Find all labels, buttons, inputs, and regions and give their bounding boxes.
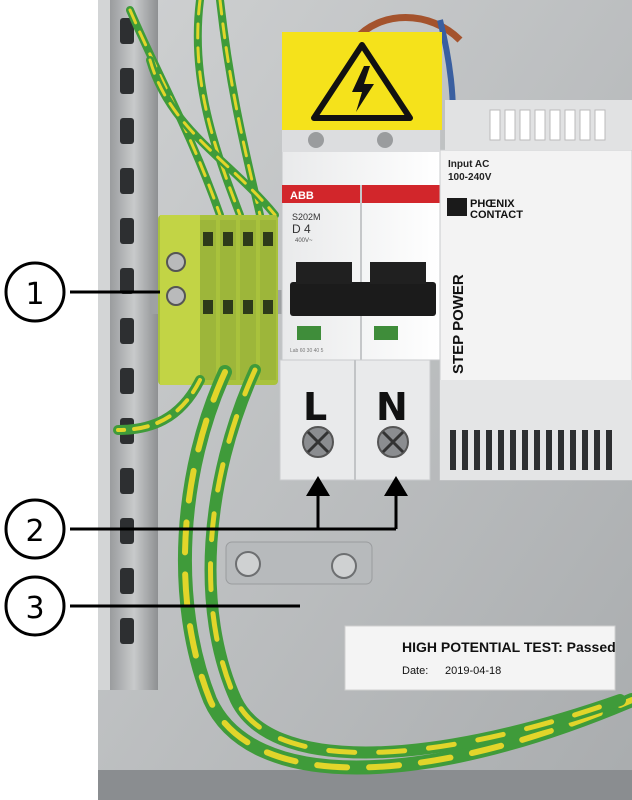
breaker-toggle xyxy=(290,282,436,316)
brand-line-1: PHŒNIX xyxy=(470,198,515,210)
breaker-brand: ABB xyxy=(290,190,314,202)
grounding-terminal-block xyxy=(158,215,278,385)
callout-3: 3 xyxy=(4,575,66,637)
callout-leaders xyxy=(70,290,398,608)
terminal-housing: L N xyxy=(279,359,431,481)
terminal-l-label: L xyxy=(303,385,327,429)
high-voltage-warning-icon xyxy=(282,32,442,130)
brand-line-2: CONTACT xyxy=(470,209,523,221)
test-label-date-label: Date: xyxy=(402,665,428,677)
callout-2-number: 2 xyxy=(25,514,44,549)
arrow-to-l-terminal xyxy=(306,476,330,496)
callout-3-number: 3 xyxy=(25,591,44,626)
callout-2: 2 xyxy=(4,498,66,560)
breaker-rating: D 4 xyxy=(292,222,311,236)
breaker-tiny-text: Lab 60 30 40 5 xyxy=(290,348,324,354)
test-label: HIGH POTENTIAL TEST: Passed Date: 2019-0… xyxy=(344,625,616,691)
cabinet-bottom-edge xyxy=(98,770,632,800)
test-label-date-value: 2019-04-18 xyxy=(445,665,501,677)
arrow-to-n-terminal xyxy=(384,476,408,496)
brown-wire xyxy=(352,14,463,43)
cable-duct xyxy=(110,0,158,690)
breaker-model: S202M xyxy=(292,212,321,222)
test-label-title: HIGH POTENTIAL TEST: Passed xyxy=(402,639,616,655)
mounting-plate-bolts xyxy=(225,541,373,585)
callout-arrowheads xyxy=(306,476,408,496)
callout-1-number: 1 xyxy=(25,277,44,312)
ground-wire-loop xyxy=(113,364,632,775)
phoenix-logo-mark xyxy=(447,198,467,216)
breaker-top-terminals xyxy=(282,130,440,152)
input-voltage-label: 100-240V xyxy=(448,172,492,183)
product-name-label: STEP POWER xyxy=(450,274,467,374)
input-ac-label: Input AC xyxy=(448,159,489,170)
circuit-breaker: ABB S202M D 4 400V~ Lab 60 30 40 5 xyxy=(281,129,441,361)
callout-1: 1 xyxy=(4,261,66,323)
power-supply: Input AC 100-240V PHŒNIX CONTACT STEP PO… xyxy=(439,100,632,481)
terminal-n-label: N xyxy=(376,385,408,429)
breaker-sub-code: 400V~ xyxy=(295,238,313,244)
ground-wires-top xyxy=(126,0,279,219)
